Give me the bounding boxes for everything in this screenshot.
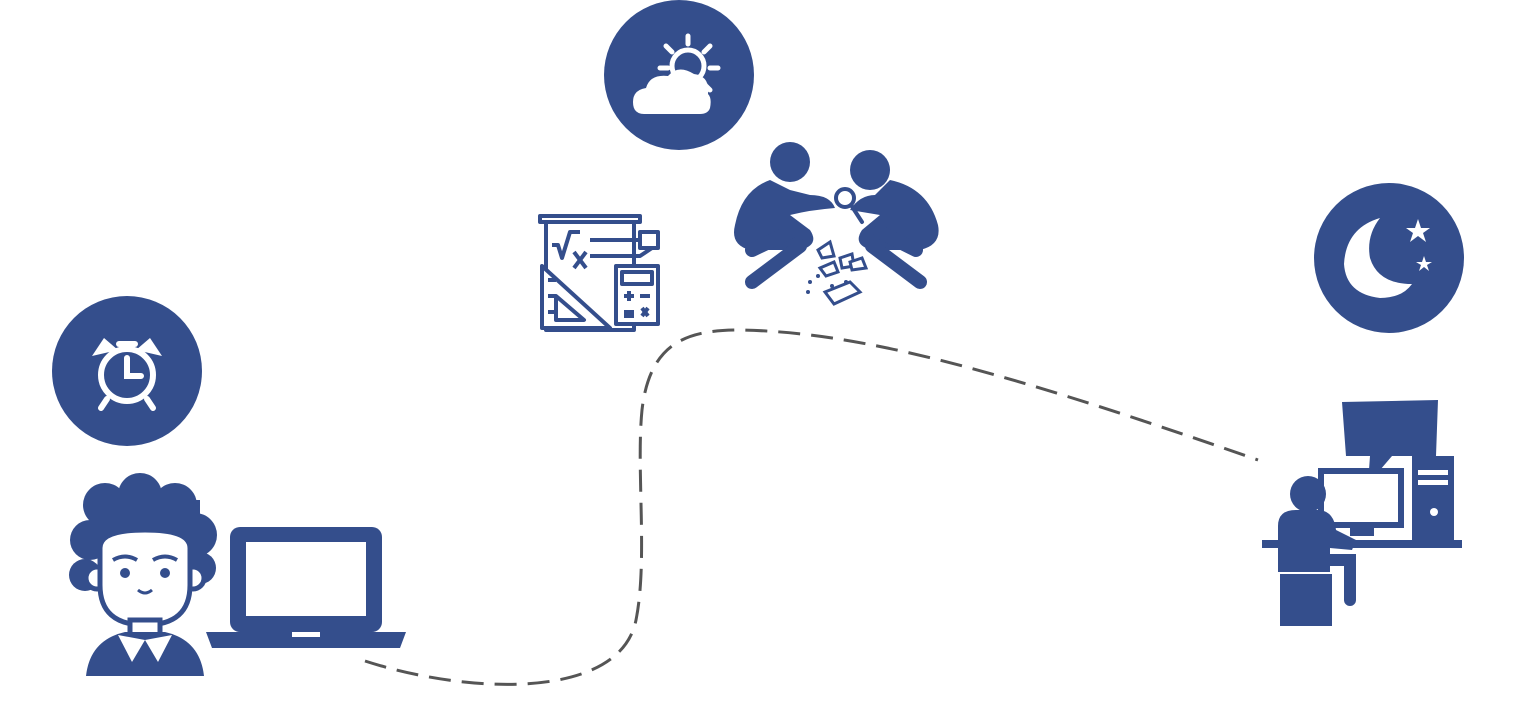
student-with-laptop-icon bbox=[69, 473, 406, 676]
journey-path bbox=[364, 328, 1259, 686]
laptop bbox=[206, 527, 406, 648]
alarm-clock-icon bbox=[52, 296, 202, 446]
math-tools-icon bbox=[538, 214, 660, 332]
person-at-computer-icon bbox=[1262, 400, 1462, 626]
sun-cloud-icon bbox=[604, 0, 754, 150]
two-people-investigating-icon bbox=[734, 142, 939, 306]
moon-stars-icon bbox=[1314, 183, 1464, 333]
